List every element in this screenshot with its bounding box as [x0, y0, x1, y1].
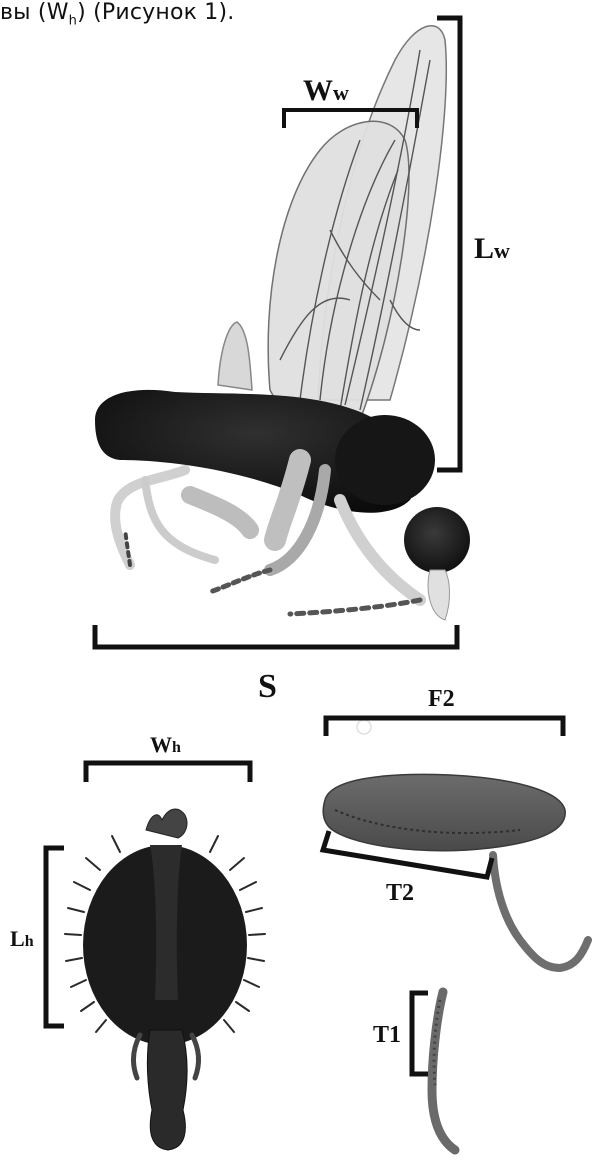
- span-label: S: [258, 668, 277, 705]
- head-illustration: [65, 809, 265, 1150]
- tibia1-bracket: [412, 993, 428, 1074]
- hind-legs: [115, 470, 250, 565]
- head-width-label: Wh: [150, 732, 181, 757]
- femur-label: F2: [428, 686, 455, 712]
- head-length-label: Lh: [10, 926, 34, 951]
- fly-proboscis: [428, 570, 449, 620]
- head-width-bracket: [86, 763, 250, 782]
- head-antenna: [146, 809, 187, 838]
- head-length-bracket: [46, 848, 64, 1026]
- fly-thorax: [335, 415, 435, 505]
- tibia1-label: T1: [373, 1022, 401, 1048]
- tibia2-label: T2: [386, 880, 414, 906]
- wing-length-label: Lw: [474, 232, 510, 265]
- fly-head: [404, 507, 470, 573]
- faint-ring: [357, 720, 371, 734]
- tibia2-segment: [493, 855, 588, 968]
- wing-width-label: Ww: [303, 74, 349, 107]
- haltere: [218, 322, 252, 390]
- femur-segment: [323, 774, 565, 850]
- span-bracket: [95, 625, 457, 647]
- tibia1-segment: [432, 992, 455, 1150]
- head-proboscis: [147, 1030, 187, 1150]
- leg-illustration: [323, 720, 588, 1150]
